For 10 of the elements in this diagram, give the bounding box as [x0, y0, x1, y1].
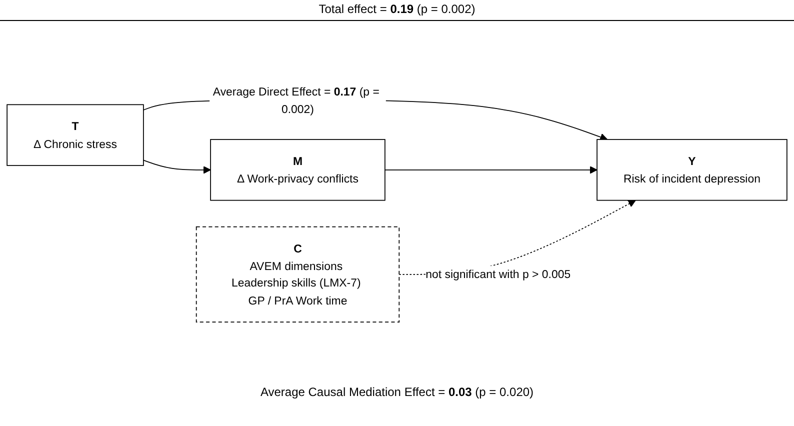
node-box: M Δ Work-privacy conflicts [210, 140, 386, 202]
node-box: T Δ Chronic stress [6, 104, 144, 166]
node-box: C AVEM dimensions Leadership skills (LMX-7) GP / PrA Work time [196, 226, 400, 323]
edge-label: Average Direct Effect = 0.17 (p = 0.002) [212, 85, 380, 116]
diagram-caption: Average Causal Mediation Effect = 0.03 (p = 0.020) [259, 385, 535, 399]
arrow [384, 166, 598, 174]
node-box: Y Risk of incident depression [596, 140, 788, 202]
edge-label: not significant with p > 0.005 [426, 268, 571, 282]
arrow [143, 160, 211, 174]
diagram-title: Total effect = 0.19 (p = 0.002) [0, 0, 794, 21]
